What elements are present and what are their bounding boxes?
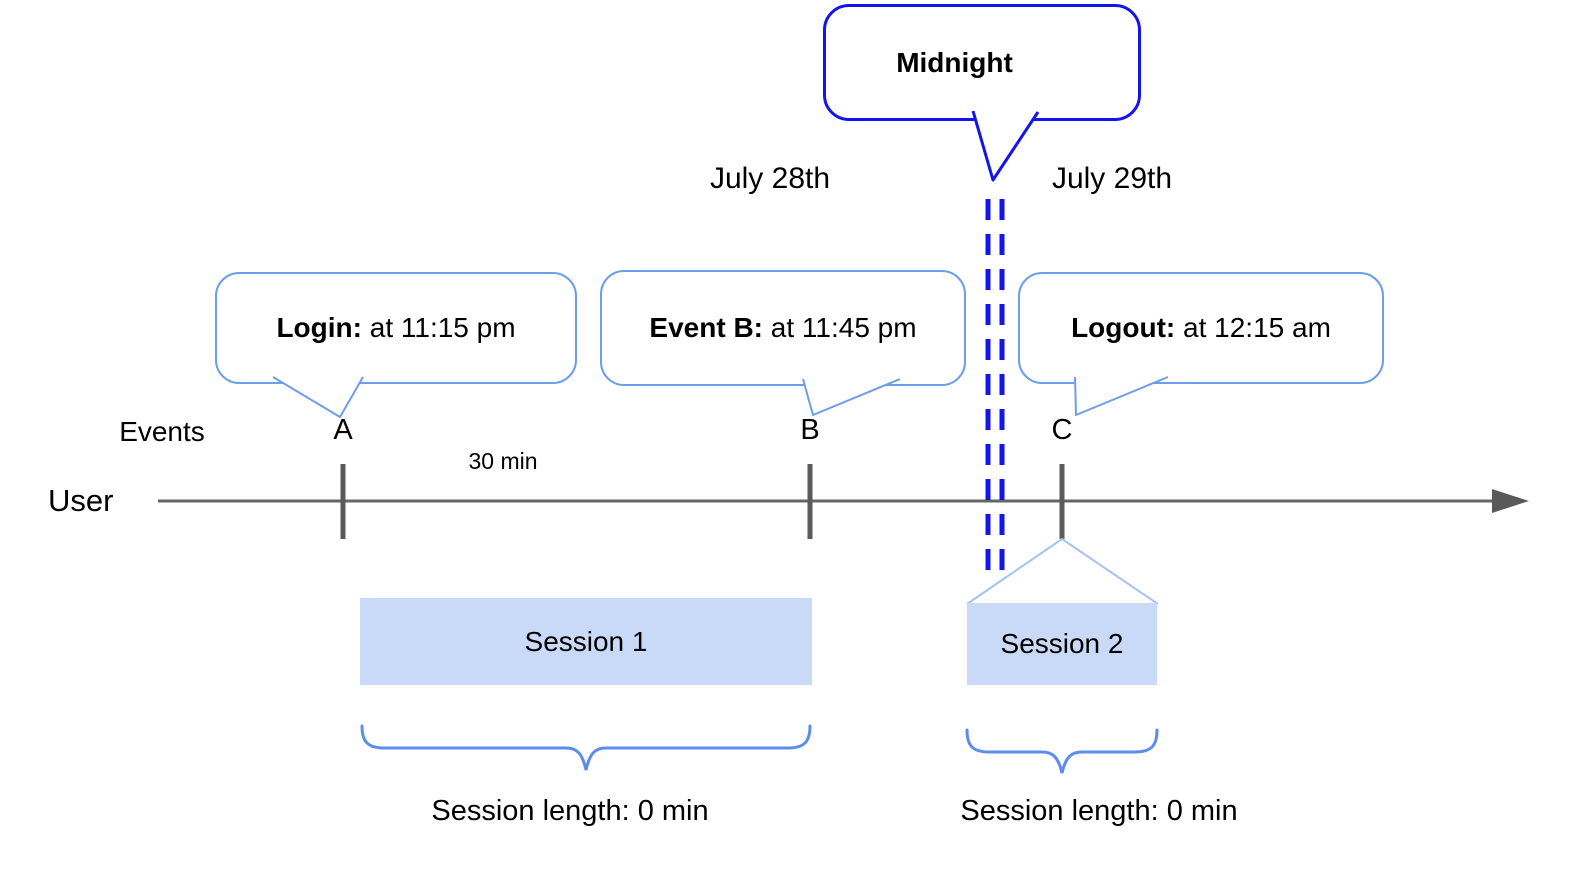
- user-row-label: User: [48, 483, 114, 518]
- date-label-july-28: July 28th: [709, 162, 831, 195]
- session2-label: Session 2: [1000, 628, 1124, 659]
- session2-length-label: Session length: 0 min: [960, 795, 1238, 827]
- session2-brace: [965, 728, 1159, 774]
- login-callout-title: Login:: [276, 312, 362, 343]
- timeline-arrowhead-icon: [1492, 489, 1529, 513]
- session1-brace: [360, 724, 812, 771]
- session1-label: Session 1: [524, 625, 648, 657]
- interval-label-30min: 30 min: [468, 448, 538, 474]
- logout-callout-time: at 12:15 am: [1175, 312, 1331, 343]
- session1-box: Session 1: [360, 598, 812, 685]
- login-callout: Login: at 11:15 pm: [215, 272, 577, 384]
- event-marker-b: B: [800, 414, 820, 446]
- event-marker-a: A: [333, 414, 353, 446]
- event-marker-c: C: [1051, 414, 1073, 446]
- logout-callout-title: Logout:: [1071, 312, 1176, 343]
- event-b-callout-time: at 11:45 pm: [763, 312, 917, 343]
- date-label-july-29: July 29th: [1051, 162, 1173, 195]
- session1-length-label: Session length: 0 min: [431, 795, 709, 827]
- event-b-callout: Event B: at 11:45 pm: [600, 270, 966, 386]
- event-b-callout-title: Event B:: [649, 312, 763, 343]
- session2-box: Session 2: [967, 603, 1157, 685]
- session2-connector-lines: [966, 537, 1159, 605]
- login-callout-time: at 11:15 pm: [361, 312, 516, 343]
- midnight-callout-label: Midnight: [896, 46, 1013, 78]
- midnight-callout: Midnight: [823, 4, 1141, 121]
- logout-callout: Logout: at 12:15 am: [1018, 272, 1384, 384]
- events-axis-label: Events: [119, 416, 205, 447]
